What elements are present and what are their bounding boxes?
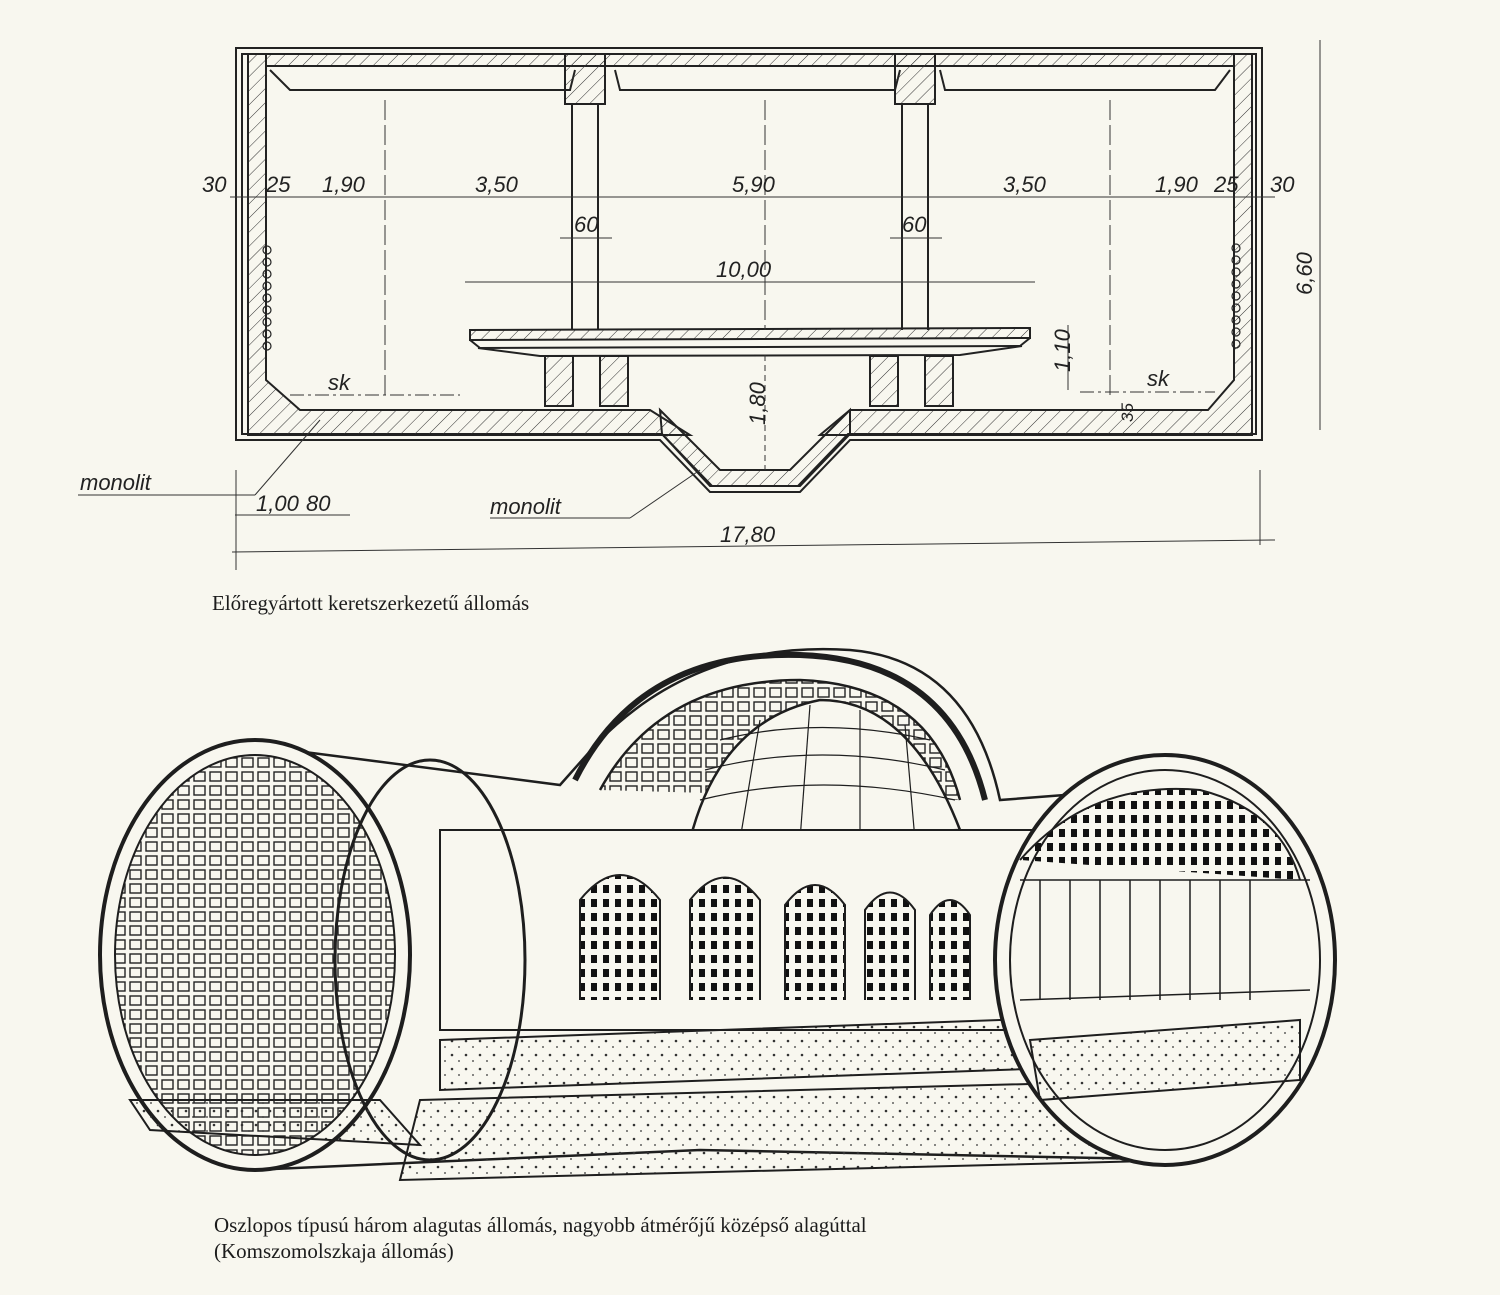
figure2-caption-line1: Oszlopos típusú három alagutas állomás, … <box>214 1213 867 1237</box>
arcade <box>579 874 1136 1000</box>
dim-height-total: 6,60 <box>1292 251 1317 295</box>
arcade-wall <box>439 829 1141 1031</box>
dim-590: 5,90 <box>732 172 776 197</box>
platform-edge <box>469 337 1031 350</box>
left-tube-ring <box>98 738 412 1172</box>
cable-circles <box>262 243 1241 351</box>
middle-vault <box>572 651 988 801</box>
dim-total-width: 17,80 <box>720 522 776 547</box>
station-cross-section-drawing: 30 25 1,90 3,50 5,90 3,50 1,90 25 30 60 … <box>78 40 1321 570</box>
dim-bottom-100: 1,00 <box>256 491 300 516</box>
dim-column-left: 60 <box>574 212 599 237</box>
column-left <box>571 104 599 330</box>
platform-underside <box>477 345 1023 358</box>
column-right <box>901 104 929 330</box>
dim-350-left: 3,50 <box>475 172 519 197</box>
dim-bottom-80: 80 <box>306 491 331 516</box>
dim-column-right: 60 <box>902 212 927 237</box>
dim-190-left: 1,90 <box>322 172 366 197</box>
dim-190-right: 1,90 <box>1155 172 1199 197</box>
trench <box>658 407 851 487</box>
dim-platform-width: 10,00 <box>716 257 772 282</box>
platform-supports <box>544 355 954 407</box>
right-tube-ring <box>993 753 1337 1167</box>
label-monolit-left: monolit <box>80 470 152 495</box>
left-wall <box>247 53 694 436</box>
right-tube-lining <box>1009 769 1321 1151</box>
roof-beam-haunches <box>269 69 1231 91</box>
label-sk-right: sk <box>1147 366 1170 391</box>
column-capital-right <box>894 53 936 105</box>
dim-trench-depth: 1,80 <box>745 381 770 425</box>
dim-350-right: 3,50 <box>1003 172 1047 197</box>
outer-frame <box>235 47 1263 493</box>
dim-30-left: 30 <box>202 172 227 197</box>
tunnel-body <box>248 647 1202 1172</box>
dim-25-right: 25 <box>1213 172 1239 197</box>
roof-slab <box>265 53 1235 67</box>
right-wall <box>817 53 1253 436</box>
platform-floor <box>439 1008 1281 1092</box>
tunnel-base <box>398 1078 1192 1182</box>
right-tube-floor <box>1028 1018 1301 1102</box>
middle-vault-ceiling <box>688 698 962 842</box>
dim-floor-thickness: 35 <box>1118 403 1137 422</box>
left-tube-far-ring <box>333 758 527 1162</box>
left-tube-lining <box>114 754 396 1156</box>
left-tube-floor <box>128 1099 423 1147</box>
dim-platform-height: 1,10 <box>1050 328 1075 372</box>
label-monolit-center: monolit <box>490 494 562 519</box>
middle-vault-tiles <box>598 678 962 801</box>
dim-25-left: 25 <box>265 172 291 197</box>
dim-30-right: 30 <box>1270 172 1295 197</box>
figure1-caption: Előregyártott keretszerkezetű állomás <box>212 591 530 615</box>
right-tube-vault-blocks <box>1019 787 1301 881</box>
figure2-caption-line2: (Komszomolszkaja állomás) <box>214 1239 454 1263</box>
label-sk-left: sk <box>328 370 351 395</box>
platform-slab <box>469 326 1031 342</box>
vault-ribs <box>699 704 956 841</box>
dimension-lines <box>78 40 1321 570</box>
column-capital-left <box>564 53 606 105</box>
figure2-caption: Oszlopos típusú három alagutas állomás, … <box>214 1212 867 1264</box>
right-tube-columns <box>1019 879 1311 1001</box>
